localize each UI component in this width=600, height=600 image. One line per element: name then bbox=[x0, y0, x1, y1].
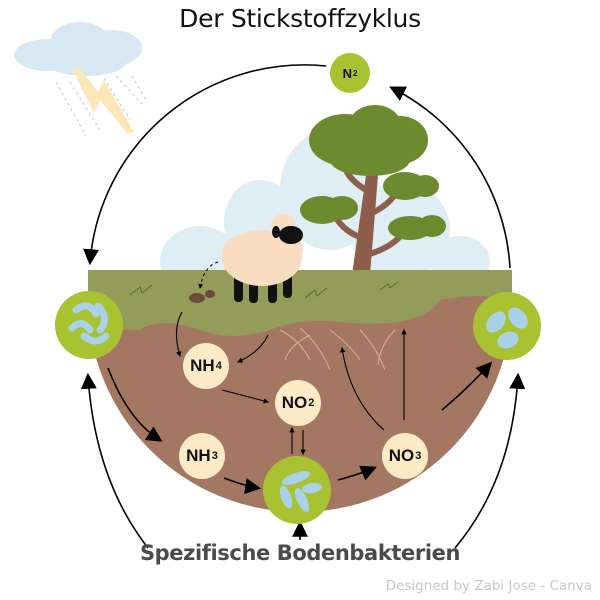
node-nh4-subscript: 4 bbox=[215, 360, 222, 372]
node-n2-subscript: 2 bbox=[352, 68, 358, 78]
soil-process-arrows bbox=[175, 311, 407, 456]
credit-text: Designed by Zabi Jose - Canva bbox=[385, 578, 592, 594]
node-nh4-formula: NH bbox=[190, 356, 215, 375]
bacteria-bottom-icon bbox=[263, 456, 331, 524]
lightning-icon bbox=[72, 68, 134, 134]
node-nh3-subscript: 3 bbox=[211, 450, 218, 462]
bacteria-label: Spezifische Bodenbakterien bbox=[139, 541, 461, 565]
tree-icon bbox=[300, 105, 446, 275]
node-nh3-formula: NH bbox=[186, 446, 211, 465]
page-title: Der Stickstoffzyklus bbox=[179, 4, 421, 33]
node-no2-subscript: 2 bbox=[308, 397, 315, 409]
cycle-arrows bbox=[80, 64, 526, 549]
node-n2-formula: N bbox=[342, 65, 352, 81]
bacteria-right-icon bbox=[473, 292, 541, 360]
dung-icon bbox=[189, 290, 215, 303]
node-no3-formula: NO bbox=[388, 446, 415, 465]
node-no2-formula: NO bbox=[281, 393, 308, 412]
bacteria-left-icon bbox=[55, 291, 123, 359]
storm-cloud-icon bbox=[14, 22, 147, 137]
node-no3-subscript: 3 bbox=[415, 450, 422, 462]
sheep-icon bbox=[222, 214, 303, 303]
